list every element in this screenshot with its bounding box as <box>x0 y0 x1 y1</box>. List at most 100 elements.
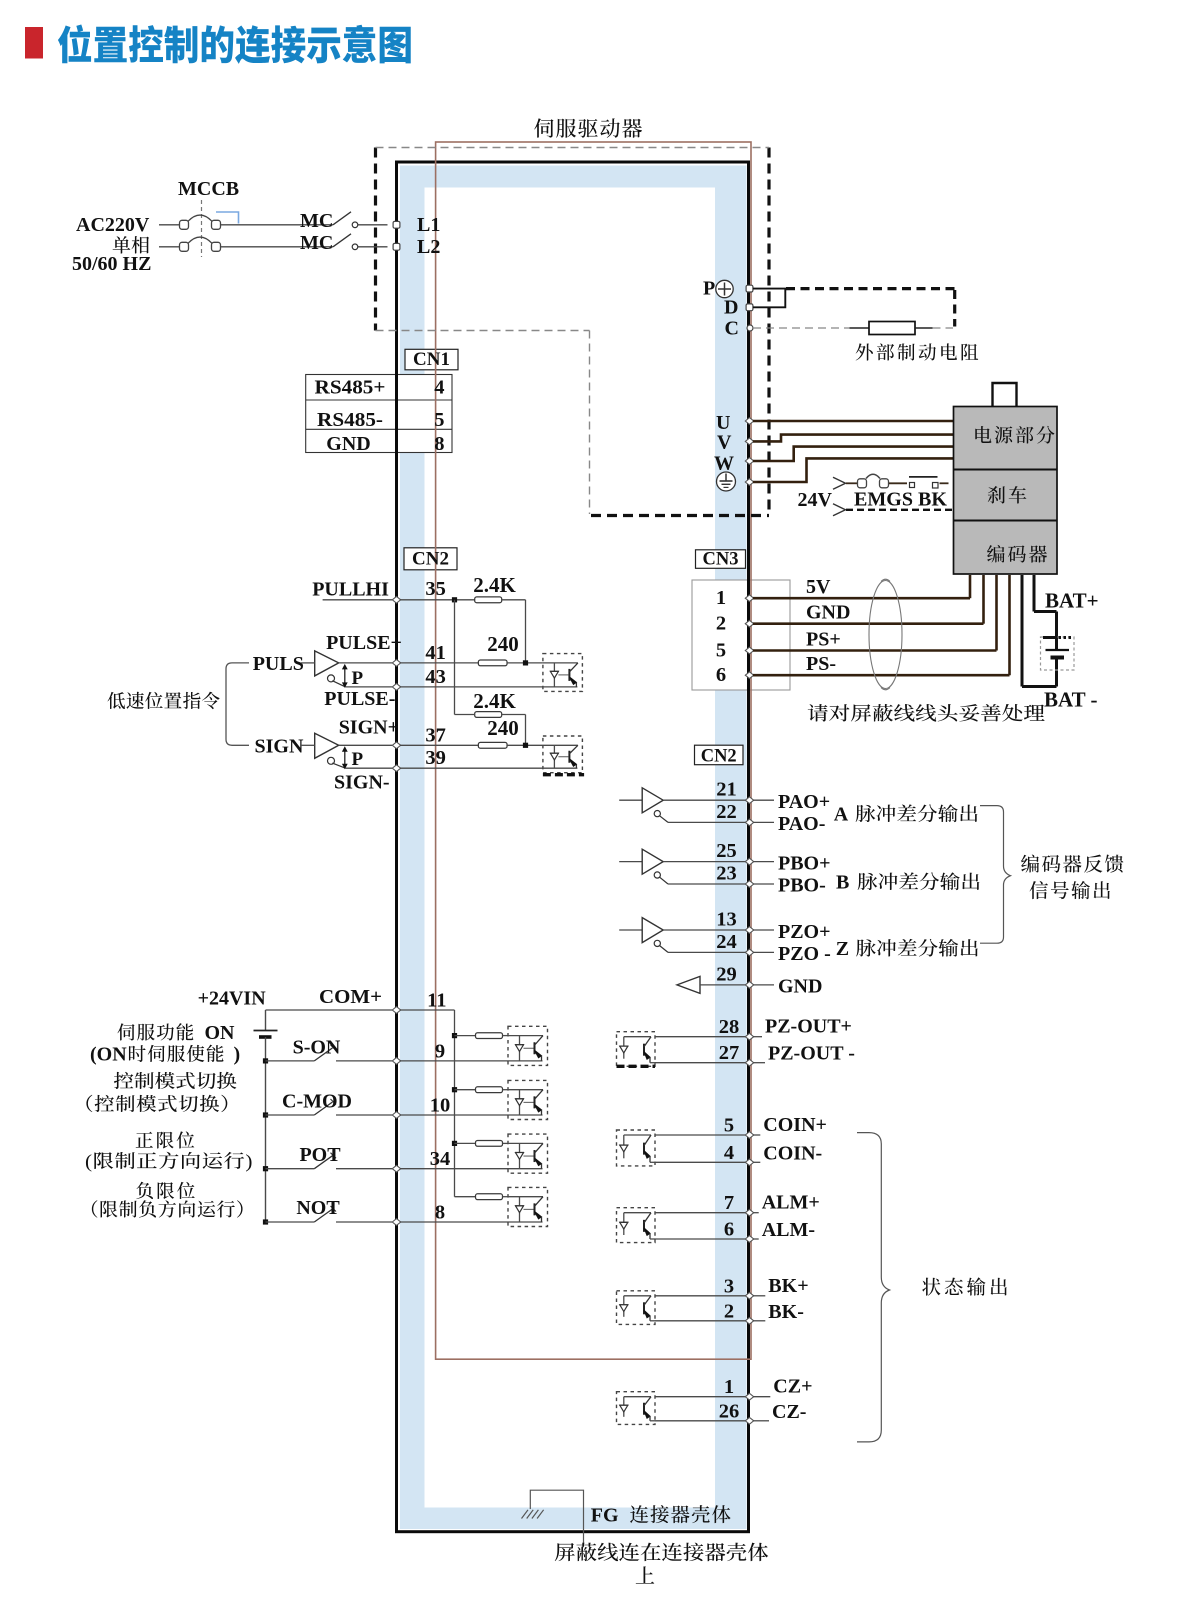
svg-text:MC: MC <box>300 232 333 254</box>
svg-text:41: 41 <box>425 642 446 664</box>
svg-text:9: 9 <box>435 1040 445 1062</box>
svg-text:PAO-: PAO- <box>778 813 825 835</box>
svg-text:SIGN: SIGN <box>255 735 304 757</box>
svg-text:PZ-OUT+: PZ-OUT+ <box>765 1016 852 1038</box>
svg-text:SIGN+: SIGN+ <box>339 717 399 739</box>
svg-text:GND: GND <box>326 433 370 455</box>
svg-text:GND: GND <box>778 976 822 998</box>
svg-text:ALM+: ALM+ <box>762 1192 820 1214</box>
svg-text:PULS: PULS <box>253 653 304 675</box>
svg-text:10: 10 <box>430 1095 451 1117</box>
svg-text:PULSE-: PULSE- <box>324 688 395 710</box>
svg-text:39: 39 <box>425 747 446 769</box>
svg-text:6: 6 <box>716 664 726 686</box>
svg-text:P: P <box>352 668 364 689</box>
svg-text:23: 23 <box>716 863 737 885</box>
svg-text:B: B <box>836 871 849 893</box>
svg-text:2: 2 <box>716 613 726 635</box>
svg-text:PULLHI: PULLHI <box>312 579 389 601</box>
svg-text:CN1: CN1 <box>413 349 450 370</box>
svg-text:28: 28 <box>719 1016 740 1038</box>
svg-text:13: 13 <box>716 909 737 931</box>
svg-text:时伺服使能: 时伺服使能 <box>128 1040 226 1066</box>
svg-text:RS485-: RS485- <box>317 409 383 431</box>
svg-text:位置控制的连接示意图: 位置控制的连接示意图 <box>57 14 413 72</box>
svg-text:（限制负方向运行）: （限制负方向运行） <box>80 1196 256 1222</box>
svg-text:Z: Z <box>836 938 849 960</box>
svg-text:FG: FG <box>591 1505 619 1527</box>
svg-text:正限位: 正限位 <box>135 1127 197 1153</box>
svg-text:AC220V: AC220V <box>76 214 150 236</box>
svg-text:MC: MC <box>300 210 333 232</box>
svg-text:ALM-: ALM- <box>762 1219 815 1241</box>
svg-text:SIGN-: SIGN- <box>334 772 390 794</box>
svg-text:P: P <box>703 278 715 300</box>
svg-text:27: 27 <box>719 1042 740 1064</box>
svg-text:6: 6 <box>724 1219 734 1241</box>
svg-text:控制模式切换: 控制模式切换 <box>113 1068 237 1094</box>
svg-text:34: 34 <box>430 1148 451 1170</box>
svg-text:U: U <box>716 412 730 434</box>
svg-text:PZO+: PZO+ <box>778 921 831 943</box>
svg-text:屏蔽线连在连接器壳体: 屏蔽线连在连接器壳体 <box>554 1537 769 1566</box>
svg-text:D: D <box>724 297 738 319</box>
svg-text:EMGS BK: EMGS BK <box>854 489 947 511</box>
svg-text:BK+: BK+ <box>768 1275 808 1297</box>
svg-text:PZ-OUT -: PZ-OUT - <box>768 1043 855 1065</box>
svg-text:CN2: CN2 <box>701 747 737 767</box>
svg-text:负限位: 负限位 <box>136 1178 198 1204</box>
svg-text:): ) <box>234 1043 241 1065</box>
svg-text:W: W <box>714 453 734 475</box>
svg-text:NOT: NOT <box>296 1197 340 1219</box>
svg-text:3: 3 <box>724 1275 734 1297</box>
svg-text:请对屏蔽线线头妥善处理: 请对屏蔽线线头妥善处理 <box>807 699 1045 726</box>
svg-text:L1: L1 <box>417 214 440 236</box>
svg-text:C: C <box>725 318 739 340</box>
svg-text:8: 8 <box>434 433 444 455</box>
svg-text:2: 2 <box>724 1300 734 1322</box>
svg-text:BK-: BK- <box>768 1301 804 1323</box>
svg-text:PULSE+: PULSE+ <box>326 632 402 654</box>
svg-text:COIN+: COIN+ <box>763 1114 827 1136</box>
svg-text:COIN-: COIN- <box>763 1142 822 1164</box>
svg-text:V: V <box>717 432 732 454</box>
svg-text:S-ON: S-ON <box>293 1036 341 1058</box>
svg-text:4: 4 <box>724 1142 734 1164</box>
svg-text:PZO -: PZO - <box>778 943 831 965</box>
svg-text:状态输出: 状态输出 <box>921 1272 1011 1300</box>
svg-text:电源部分: 电源部分 <box>973 421 1057 448</box>
svg-text:+24VIN: +24VIN <box>198 988 267 1010</box>
svg-text:MCCB: MCCB <box>178 178 239 200</box>
svg-text:P: P <box>352 749 364 770</box>
svg-text:单相: 单相 <box>112 231 150 258</box>
svg-text:PBO-: PBO- <box>778 875 826 897</box>
svg-text:1: 1 <box>716 587 726 609</box>
svg-text:外部制动电阻: 外部制动电阻 <box>855 339 981 365</box>
svg-text:CN2: CN2 <box>412 548 449 569</box>
svg-text:编码器: 编码器 <box>986 540 1049 567</box>
svg-text:刹车: 刹车 <box>987 481 1029 508</box>
svg-text:上: 上 <box>635 1560 655 1589</box>
svg-text:A: A <box>834 804 849 826</box>
svg-text:CZ+: CZ+ <box>773 1376 812 1398</box>
svg-text:25: 25 <box>716 840 737 862</box>
svg-text:2.4K: 2.4K <box>473 689 516 713</box>
svg-text:PBO+: PBO+ <box>778 852 831 874</box>
svg-text:(ON: (ON <box>90 1043 127 1065</box>
svg-text:5: 5 <box>716 640 726 662</box>
svg-text:1: 1 <box>724 1376 734 1398</box>
svg-text:POT: POT <box>299 1144 341 1166</box>
svg-text:RS485+: RS485+ <box>315 376 386 398</box>
svg-text:连接器壳体: 连接器壳体 <box>630 1500 733 1528</box>
svg-text:BAT+: BAT+ <box>1045 589 1099 613</box>
svg-text:8: 8 <box>435 1202 445 1224</box>
svg-text:PS-: PS- <box>806 653 836 675</box>
svg-text:脉冲差分输出: 脉冲差分输出 <box>856 934 980 961</box>
svg-text:2.4K: 2.4K <box>473 573 516 597</box>
svg-text:240: 240 <box>487 632 519 656</box>
svg-text:伺服功能: 伺服功能 <box>117 1019 195 1045</box>
svg-text:BAT -: BAT - <box>1044 688 1097 712</box>
svg-text:26: 26 <box>719 1400 740 1422</box>
svg-text:43: 43 <box>425 666 446 688</box>
svg-text:5: 5 <box>724 1115 734 1137</box>
